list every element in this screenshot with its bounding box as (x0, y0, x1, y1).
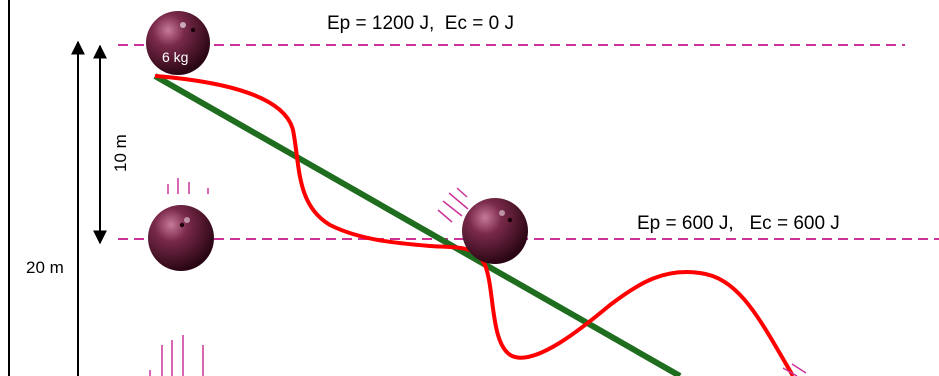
motion-streaks-middle-left (167, 178, 209, 194)
half-height-label: 10 m (111, 134, 130, 172)
curved-track (154, 74, 795, 376)
motion-streaks-bottom-left (149, 335, 204, 376)
total-height-label: 20 m (26, 258, 64, 277)
ball-on-ramp (462, 198, 528, 264)
motion-streaks-diagonal (437, 187, 469, 223)
top-energy-label: Ep = 1200 J, Ec = 0 J (327, 13, 514, 34)
ball-top: 6 kg (146, 11, 210, 75)
straight-ramp (153, 73, 682, 376)
motion-streaks-bottom-right (782, 363, 807, 376)
mass-label: 6 kg (162, 49, 188, 65)
middle-energy-label: Ep = 600 J, Ec = 600 J (637, 213, 840, 234)
ball-middle-left (148, 205, 214, 271)
